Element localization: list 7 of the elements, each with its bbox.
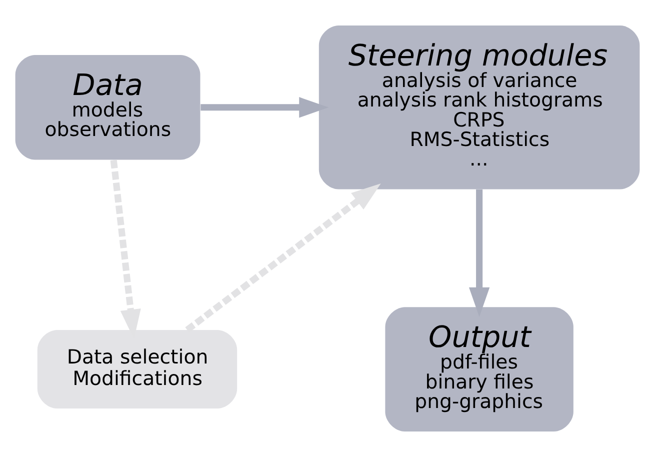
arrow [200,97,329,118]
node-box: Data selection Modifications [37,330,238,409]
arrow [185,183,381,332]
node-box: Output pdf-files binary files png-graphics [385,307,574,432]
node-box: Data models observations [15,55,200,160]
node-box: Steering modules analysis of variance analysis rank histograms CRPS RMS-Statistics ... [318,26,640,190]
arrow [468,189,490,317]
